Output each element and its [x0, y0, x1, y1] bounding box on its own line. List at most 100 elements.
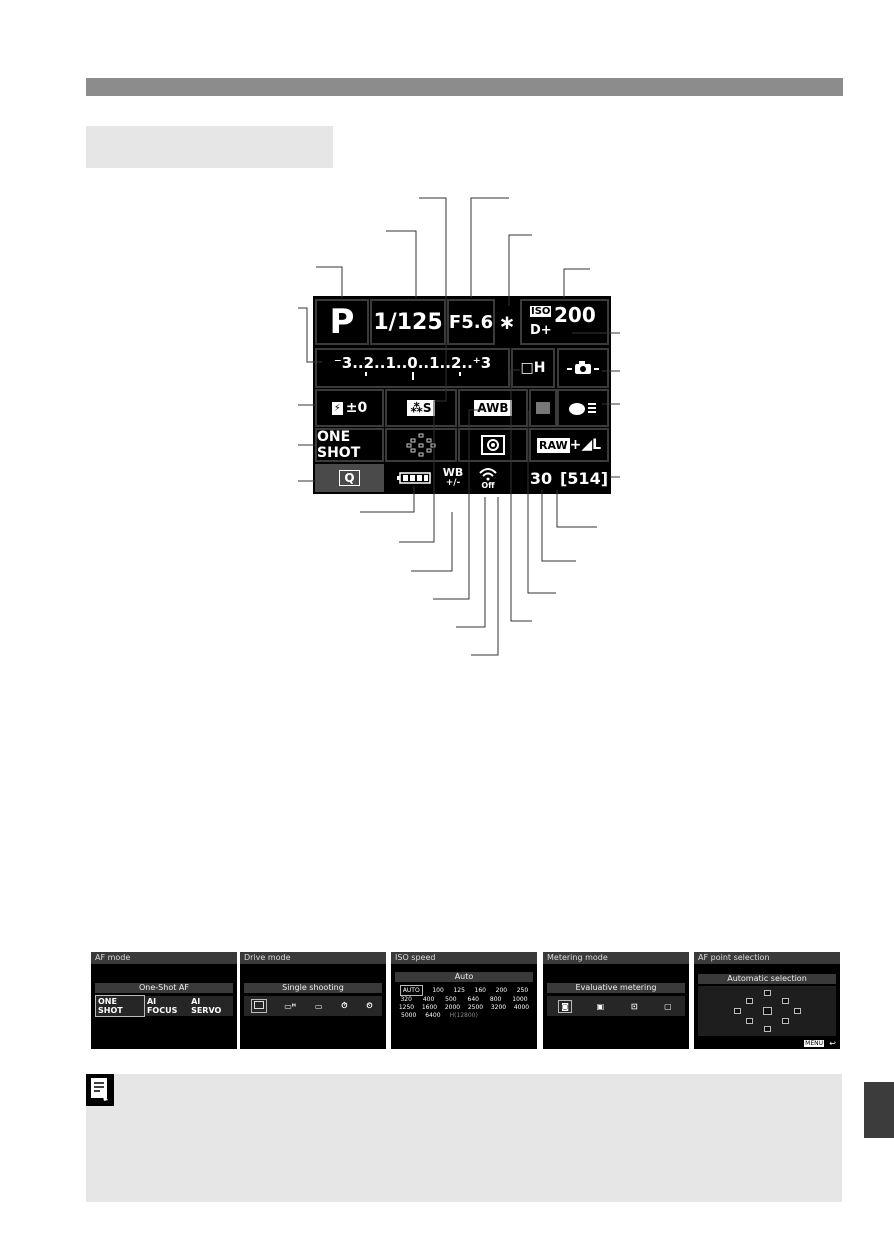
iso-option[interactable]: 100 [432, 987, 444, 994]
lens-aberration-correction[interactable] [557, 389, 609, 427]
af-mode-title: AF mode [91, 952, 237, 964]
self-timer-10s-icon[interactable]: ⏱ [341, 1001, 348, 1010]
high-speed-continuous-icon[interactable]: ▭ᴴ [284, 1001, 297, 1011]
iso-row-3: 1250 1600 2000 2500 3200 4000 [395, 1003, 533, 1011]
spot-metering-icon[interactable]: ⊡ [630, 1001, 638, 1011]
shooting-mode[interactable]: P [315, 299, 369, 345]
iso-option[interactable]: 800 [489, 995, 502, 1003]
af-point[interactable] [794, 1008, 801, 1014]
metering-mode[interactable] [458, 428, 528, 462]
af-mode-selected: One-Shot AF [95, 983, 233, 993]
section-heading-box [86, 126, 333, 168]
camera-icon [567, 361, 599, 374]
aperture[interactable]: F5.6 [447, 299, 495, 345]
iso-option[interactable]: 4000 [513, 1003, 530, 1011]
single-shot-icon[interactable] [251, 999, 268, 1013]
drive-mode-title: Drive mode [240, 952, 386, 964]
metering-selected: Evaluative metering [547, 983, 685, 993]
quick-control-screen: P 1/125 F5.6 ∗ ISO 200 D+ ⁻3..2..1..0..1… [313, 296, 611, 494]
iso-option[interactable]: H(12800) [449, 1011, 478, 1019]
wifi-status: Off [471, 462, 505, 494]
af-point[interactable] [764, 1026, 771, 1032]
wifi-icon [479, 467, 497, 480]
iso-row-1: AUTO 100 125 160 200 250 [395, 985, 533, 996]
drive-mode-screen: Drive mode Single shooting ▭ᴴ ▭ ⏱ ⏲ [240, 952, 386, 1049]
custom-controls[interactable] [557, 348, 609, 388]
drive-mode-options: ▭ᴴ ▭ ⏱ ⏲ [244, 996, 382, 1016]
iso-option[interactable]: AUTO [399, 985, 423, 996]
shots-remaining: [514] [559, 464, 609, 492]
lens-correction-icon [569, 403, 596, 415]
iso-option[interactable]: 125 [453, 987, 465, 994]
af-mode[interactable]: ONE SHOT [315, 428, 384, 462]
iso-row-2: 320 400 500 640 800 1000 [395, 995, 533, 1003]
awb-icon: AWB [474, 400, 512, 416]
af-mode-options: ONE SHOT AI FOCUS AI SERVO [95, 995, 233, 1017]
q-icon: Q [339, 470, 360, 486]
iso-icon: ISO [530, 306, 552, 317]
q-button[interactable]: Q [315, 464, 384, 492]
iso-option[interactable]: 1000 [512, 995, 528, 1003]
return-icon: ↩ [829, 1039, 836, 1048]
af-point[interactable] [746, 998, 753, 1004]
af-point[interactable] [782, 998, 789, 1004]
option-ai-focus[interactable]: AI FOCUS [146, 997, 178, 1015]
alo-icon [536, 402, 550, 414]
picture-style-icon: ⁂S [406, 400, 436, 416]
iso-option[interactable]: 640 [467, 995, 479, 1003]
picture-style[interactable]: ⁂S [385, 389, 457, 427]
center-weighted-metering-icon[interactable]: ▢ [664, 1001, 672, 1011]
iso-option[interactable]: 6400 [425, 1011, 441, 1019]
highlight-tone-priority: D+ [530, 323, 552, 338]
flash-exposure-comp[interactable]: ⚡ ±0 [315, 389, 384, 427]
metering-options: ◙ ▣ ⊡ ▢ [547, 996, 685, 1016]
iso-speed[interactable]: ISO 200 D+ [520, 299, 609, 345]
low-speed-continuous-icon[interactable]: ▭ [314, 1001, 323, 1011]
jpeg-quality: +◢L [569, 437, 602, 453]
battery-icon [393, 464, 435, 492]
iso-option[interactable]: 500 [445, 995, 457, 1003]
af-point[interactable] [746, 1018, 753, 1024]
auto-lighting-optimizer[interactable] [529, 389, 557, 427]
iso-option[interactable]: 200 [495, 987, 508, 994]
metering-mode-screen: Metering mode Evaluative metering ◙ ▣ ⊡ … [543, 952, 689, 1049]
ae-lock-icon: ∗ [496, 299, 518, 345]
wifi-off-label: Off [481, 480, 495, 490]
iso-option[interactable]: 2500 [467, 1003, 484, 1011]
iso-option[interactable]: 3200 [490, 1003, 507, 1011]
exposure-scale-ticks [364, 372, 461, 380]
image-quality[interactable]: RAW +◢L [529, 428, 609, 462]
option-one-shot[interactable]: ONE SHOT [95, 995, 145, 1017]
partial-metering-icon[interactable]: ▣ [596, 1001, 605, 1011]
af-point[interactable] [734, 1008, 741, 1014]
iso-speed-screen: ISO speed Auto AUTO 100 125 160 200 250 … [391, 952, 537, 1049]
iso-option[interactable]: 400 [422, 995, 435, 1003]
af-points-icon [406, 433, 436, 457]
af-point[interactable] [764, 990, 771, 996]
af-point-title: AF point selection [694, 952, 840, 964]
iso-option[interactable]: 1250 [398, 1003, 415, 1011]
iso-option[interactable]: 5000 [401, 1011, 417, 1019]
evaluative-metering-icon[interactable]: ◙ [558, 999, 573, 1013]
af-point-center[interactable] [763, 1007, 772, 1015]
shutter-speed[interactable]: 1/125 [370, 299, 446, 345]
af-point-selected: Automatic selection [698, 974, 836, 984]
white-balance[interactable]: AWB [458, 389, 528, 427]
wb-sign: +/- [445, 478, 461, 488]
iso-option[interactable]: 320 [400, 995, 412, 1003]
option-ai-servo[interactable]: AI SERVO [191, 997, 222, 1015]
drive-mode[interactable]: □H [511, 348, 555, 388]
iso-option[interactable]: 2000 [444, 1003, 461, 1011]
iso-option[interactable]: 1600 [421, 1003, 438, 1011]
wb-correction: WB +/- [439, 462, 467, 494]
iso-value: 200 [554, 303, 596, 327]
self-timer-2s-icon[interactable]: ⏲ [366, 1001, 373, 1010]
iso-option[interactable]: 250 [516, 987, 529, 994]
header-bar [86, 78, 843, 96]
af-point[interactable] [782, 1018, 789, 1024]
exposure-scale-text: ⁻3..2..1..0..1..2..⁺3 [333, 354, 492, 372]
exposure-comp-scale[interactable]: ⁻3..2..1..0..1..2..⁺3 [315, 348, 510, 388]
iso-option[interactable]: 160 [474, 987, 486, 994]
menu-button-icon: MENU [804, 1040, 824, 1047]
af-point-selection[interactable] [385, 428, 457, 462]
